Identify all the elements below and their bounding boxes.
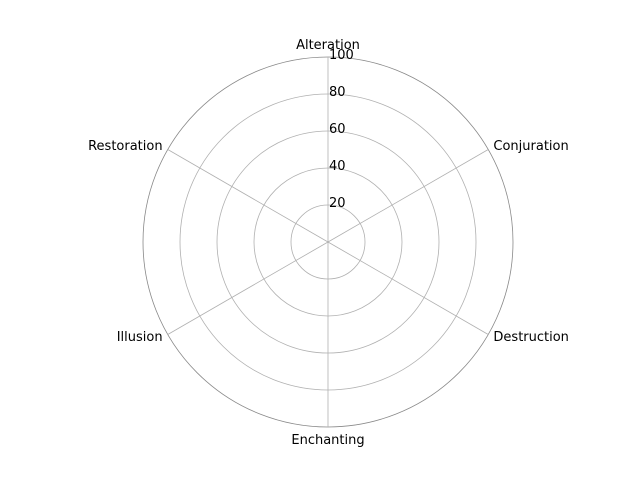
spoke-layer [167,57,489,427]
radial-tick-label-100: 100 [329,48,354,63]
category-label-illusion: Illusion [117,330,163,345]
spoke-destruction [327,241,489,335]
radial-tick-label-40: 40 [329,159,346,174]
category-label-enchanting: Enchanting [291,433,364,448]
spoke-illusion [167,241,329,335]
label-layer: AlterationConjurationDestructionEnchanti… [88,38,569,448]
category-label-restoration: Restoration [88,139,162,154]
category-label-alteration: Alteration [296,38,360,53]
tick-layer: 20 40 60 80 100 [329,48,354,211]
category-label-destruction: Destruction [493,330,569,345]
spoke-restoration [167,149,329,243]
radial-tick-label-80: 80 [329,85,346,100]
radial-tick-label-60: 60 [329,122,346,137]
spoke-conjuration [327,149,489,243]
category-label-conjuration: Conjuration [493,139,568,154]
radial-tick-label-20: 20 [329,196,346,211]
